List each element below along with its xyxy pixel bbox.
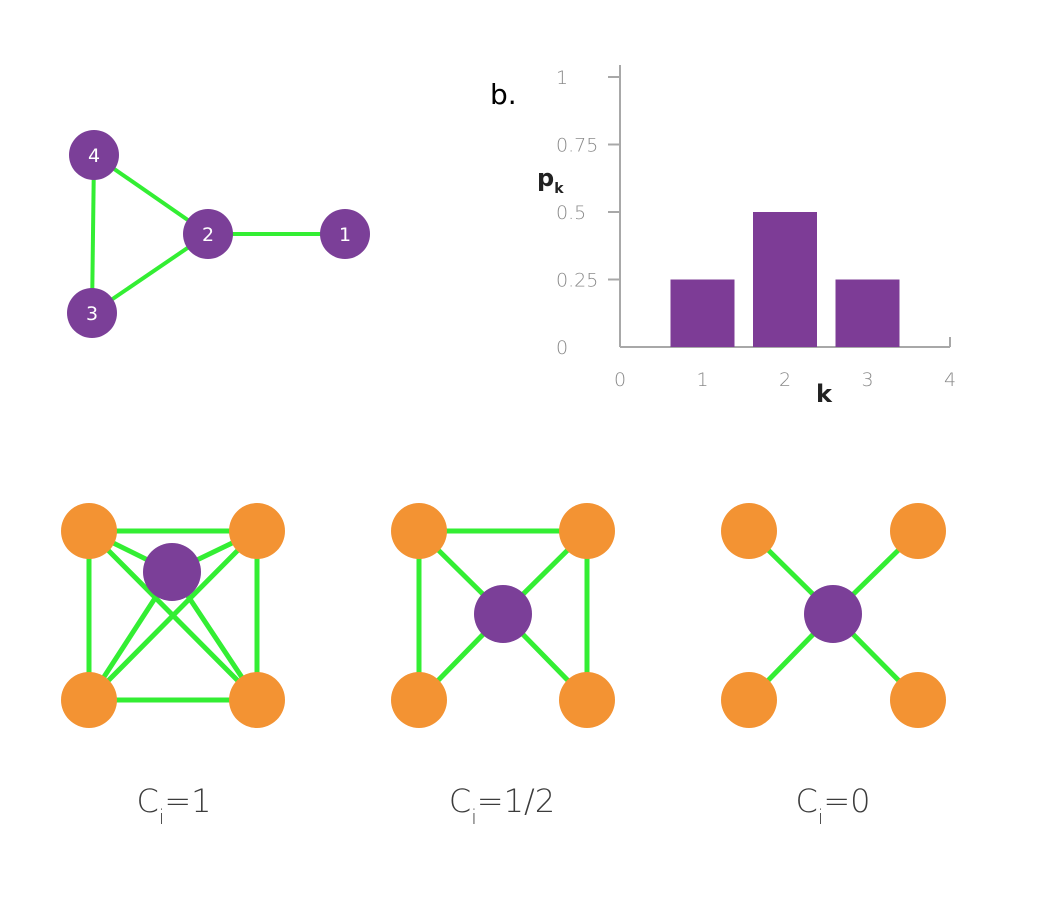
ci-main: C xyxy=(136,782,158,820)
neighbor-node-bl xyxy=(721,672,777,728)
neighbor-node-br xyxy=(890,672,946,728)
y-axis-label-sub: k xyxy=(554,181,564,197)
ci-value: =0 xyxy=(823,782,870,820)
network-nodes: 4 2 1 3 xyxy=(67,130,370,338)
x-tick-label-2: 2 xyxy=(779,369,791,391)
clustering-label-2: Ci=1/2 xyxy=(449,782,555,829)
ci-value: =1 xyxy=(164,782,211,820)
ci-value: =1/2 xyxy=(477,782,555,820)
y-tick-label-1: 0.25 xyxy=(556,270,598,292)
y-tick-label-0: 0 xyxy=(556,337,568,359)
neighbor-node-tr xyxy=(890,503,946,559)
neighbor-node-tl xyxy=(391,503,447,559)
panel-label-b: b. xyxy=(490,78,517,111)
network-node-circle xyxy=(69,130,119,180)
x-tick-label-3: 3 xyxy=(861,369,873,391)
neighbor-node-tr xyxy=(559,503,615,559)
bar-k-3 xyxy=(835,279,900,347)
network-node-circle xyxy=(320,209,370,259)
chart-bars xyxy=(670,212,900,347)
clustering-label-3: Ci=0 xyxy=(795,782,870,829)
network-node-label: 3 xyxy=(86,303,98,325)
ci-sub: i xyxy=(159,805,165,829)
clustering-example-half xyxy=(391,503,615,728)
neighbor-node-tl xyxy=(721,503,777,559)
bar-k-2 xyxy=(753,212,817,347)
y-axis-label-main: p xyxy=(537,164,554,192)
edge-tr-bl xyxy=(86,528,260,703)
y-tick-label-3: 0.75 xyxy=(556,135,598,157)
clustering-example-zero xyxy=(721,503,946,728)
center-node xyxy=(804,585,862,643)
network-edge-4-3 xyxy=(90,154,96,314)
clustering-example-full xyxy=(61,503,285,728)
network-node-label: 4 xyxy=(88,145,100,167)
bar-k-1 xyxy=(670,279,735,347)
ci-sub: i xyxy=(818,805,824,829)
neighbor-node-br xyxy=(559,672,615,728)
ci-sub: i xyxy=(471,805,477,829)
neighbor-node-bl xyxy=(391,672,447,728)
neighbor-node-bl xyxy=(61,672,117,728)
network-node-circle xyxy=(183,209,233,259)
center-node xyxy=(474,585,532,643)
neighbor-node-br xyxy=(229,672,285,728)
x-tick-label-1: 1 xyxy=(696,369,708,391)
network-node-4: 4 xyxy=(69,130,119,180)
network-node-circle xyxy=(67,288,117,338)
neighbor-node-tl xyxy=(61,503,117,559)
x-tick-label-0: 0 xyxy=(614,369,626,391)
center-node xyxy=(143,543,201,601)
ci-main: C xyxy=(795,782,817,820)
y-axis-label: pk xyxy=(537,164,564,197)
x-tick-label-4: 4 xyxy=(944,369,956,391)
network-node-1: 1 xyxy=(320,209,370,259)
neighbor-node-tr xyxy=(229,503,285,559)
chart-tick-labels: 0 0.25 0.5 0.75 1 0 1 2 3 4 xyxy=(556,67,956,391)
degree-network: 4 2 1 3 xyxy=(67,130,370,338)
network-node-label: 2 xyxy=(202,224,214,246)
ci-main: C xyxy=(449,782,471,820)
network-node-label: 1 xyxy=(339,224,351,246)
x-axis-label: k xyxy=(816,380,833,408)
y-tick-label-2: 0.5 xyxy=(556,202,586,224)
y-tick-label-4: 1 xyxy=(556,67,568,89)
network-node-3: 3 xyxy=(67,288,117,338)
network-node-2: 2 xyxy=(183,209,233,259)
clustering-label-1: Ci=1 xyxy=(136,782,211,829)
